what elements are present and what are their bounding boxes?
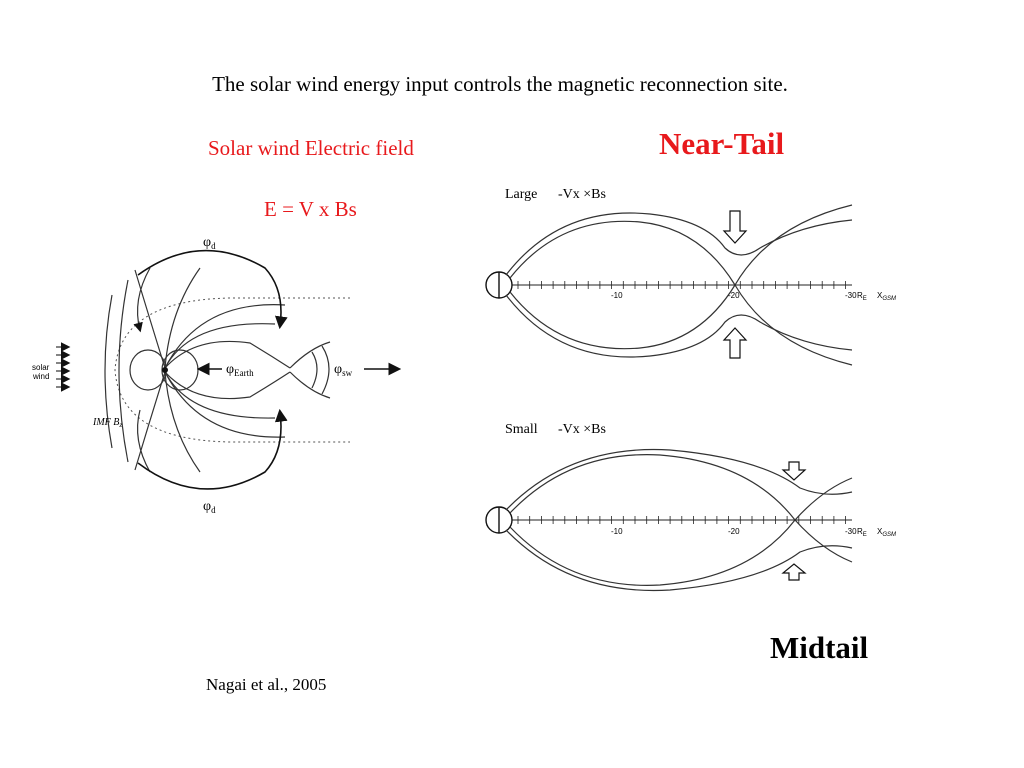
panel-top-axis-name: XGSM <box>877 291 896 302</box>
phi-sw-label: φsw <box>334 362 353 378</box>
phi-d-top-label: φd <box>203 235 216 251</box>
convection-arrow-top <box>137 249 288 330</box>
panel-small-driving: Small -Vx ×Bs -10 -20 -30 RE XGSM <box>485 422 896 592</box>
panel-bottom-ticks <box>517 516 846 524</box>
solar-wind-electric-field-label: Solar wind Electric field <box>208 136 414 160</box>
imf-line-2 <box>118 279 129 463</box>
imf-bz-label: IMF Bz <box>92 417 122 429</box>
imf-line-3 <box>133 267 151 333</box>
wind-text: wind <box>32 372 49 381</box>
panel-top-ticks <box>517 281 846 289</box>
electric-field-equation: E = V x Bs <box>264 197 357 221</box>
panel-bottom-down-arrow <box>781 461 807 481</box>
panel-bottom-tick-20: -20 <box>728 527 740 536</box>
panel-top-up-arrow <box>722 327 748 359</box>
convection-arrow-bottom <box>137 408 288 490</box>
imf-line-1 <box>104 294 113 449</box>
slide-headline: The solar wind energy input controls the… <box>212 72 788 96</box>
panel-top-down-arrow <box>722 210 748 244</box>
panel-top-tick-10: -10 <box>611 291 623 300</box>
panel-large-driving: Large -Vx ×Bs -10 -20 -30 RE XGSM <box>485 187 896 366</box>
panel-bottom-axis-name: XGSM <box>877 527 896 538</box>
panel-bottom-tick-30: -30 <box>845 527 857 536</box>
panel-bottom-condition: Small <box>505 422 538 437</box>
panel-top-tick-20: -20 <box>728 291 740 300</box>
earth-field-lines <box>129 267 331 473</box>
magnetosphere-diagram: solar wind <box>32 235 402 515</box>
panel-top-driver: -Vx ×Bs <box>558 187 606 202</box>
panel-bottom-up-arrow <box>781 563 807 581</box>
phi-earth-label: φEarth <box>226 362 254 378</box>
solar-wind-arrows <box>56 342 71 392</box>
near-tail-label: Near-Tail <box>659 126 785 161</box>
midtail-label: Midtail <box>770 630 869 665</box>
imf-line-4 <box>136 409 151 473</box>
panel-top-condition: Large <box>505 187 537 202</box>
panel-top-tick-30: -30 <box>845 291 857 300</box>
panel-bottom-driver: -Vx ×Bs <box>558 422 606 437</box>
phi-d-bottom-label: φd <box>203 499 216 515</box>
panel-bottom-unit: RE <box>857 527 867 538</box>
solar-text: solar <box>32 363 50 372</box>
panel-bottom-tick-10: -10 <box>611 527 623 536</box>
panel-top-unit: RE <box>857 291 867 302</box>
citation: Nagai et al., 2005 <box>206 675 327 694</box>
